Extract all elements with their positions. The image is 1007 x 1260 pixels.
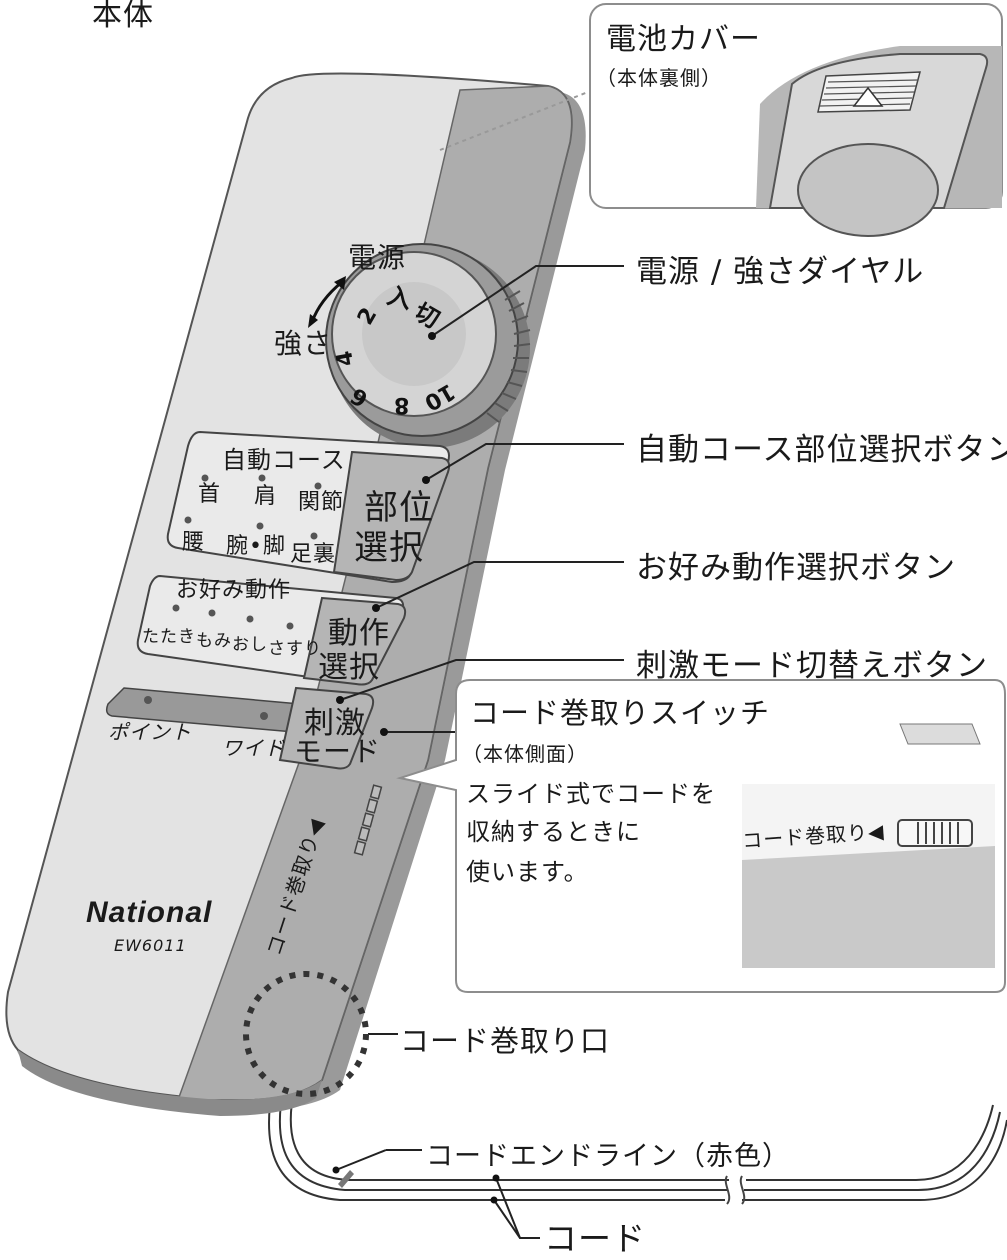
stimulus-button-label: 刺激モード切替えボタン (636, 648, 988, 684)
cord-switch-desc-3: 使います。 (466, 858, 589, 886)
cord-switch-desc-1: スライド式でコードを (466, 780, 716, 808)
favorite-button-label: お好み動作選択ボタン (636, 550, 956, 586)
part-sole: 足裏 (290, 542, 337, 567)
cord-outlet-highlight (243, 971, 369, 1097)
stimulus-panel (105, 686, 375, 770)
part-neck: 首 (198, 482, 222, 507)
battery-cover-note: （本体裏側） (596, 66, 722, 90)
part-arm-leg: 腕•脚 (226, 534, 286, 559)
dial-power-label: 電源 (348, 241, 407, 274)
cord-switch-note: （本体側面） (462, 742, 588, 766)
power-dial-label: 電源 / 強さダイヤル (636, 254, 925, 290)
auto-course-button-label: 自動コース部位選択ボタン (636, 432, 1007, 468)
battery-cover-label: 電池カバー (606, 22, 761, 57)
motion-select-button-line1[interactable]: 動作 (328, 616, 390, 651)
favorite-title: お好み動作 (176, 578, 292, 603)
page-title: 本体 (92, 0, 154, 33)
motion-oshi: おし (232, 635, 268, 655)
stimulus-point-label: ポイント (108, 720, 192, 744)
model-number: EW6011 (114, 936, 187, 955)
part-shoulder: 肩 (254, 484, 278, 509)
motion-select-button-line2[interactable]: 選択 (318, 650, 380, 685)
motion-tataki: たたき (142, 627, 196, 647)
auto-course-title: 自動コース (222, 446, 346, 474)
stimulus-button-line2[interactable]: モード (294, 735, 382, 768)
part-select-button-line1[interactable]: 部位 (364, 488, 434, 528)
leader-lines (335, 37, 787, 1239)
brand-logo: National (86, 896, 213, 929)
cord-switch-desc-2: 収納するときに (466, 818, 641, 846)
dial-mark-8: 8 (394, 392, 410, 417)
cord-outlet-label: コード巻取り口 (400, 1024, 611, 1058)
cord-switch-callout (396, 679, 1006, 993)
power-strength-dial[interactable] (325, 243, 531, 448)
motion-momi: もみ (196, 631, 232, 651)
part-select-button-line2[interactable]: 選択 (354, 528, 424, 568)
cord-end-line-red (338, 1170, 354, 1188)
stimulus-wide-label: ワイド (222, 736, 285, 760)
motion-sasuri: さすり (268, 639, 322, 659)
cord-label: コード (544, 1219, 646, 1258)
part-joint: 関節 (298, 490, 345, 515)
part-waist: 腰 (182, 530, 206, 555)
cord-end-line-label: コードエンドライン（赤色） (426, 1141, 790, 1172)
auto-course-panel (166, 430, 451, 584)
dial-strength-label: 強さ (274, 327, 333, 360)
favorite-panel (136, 574, 407, 686)
battery-cover-callout (589, 3, 1003, 237)
stimulus-button-line1[interactable]: 刺激 (304, 706, 366, 741)
cord-switch-title: コード巻取りスイッチ (470, 696, 771, 730)
